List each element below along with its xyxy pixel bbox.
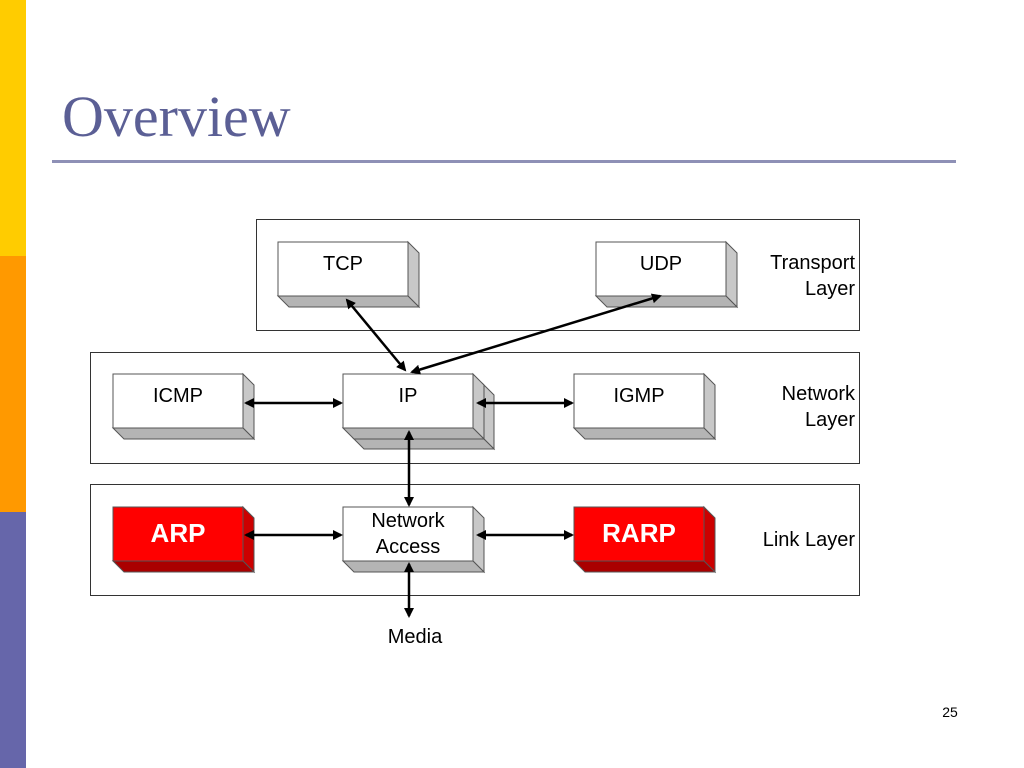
- sidebar-accent-yellow: [0, 0, 26, 256]
- network-access-box-bottom: [341, 560, 486, 573]
- network-access-box: Network Access: [343, 507, 473, 561]
- ip-box-bottom: [341, 427, 486, 440]
- link-layer-label: Link Layer: [762, 529, 855, 551]
- icmp-box: ICMP: [113, 374, 243, 428]
- network-access-label-line1: Network: [371, 510, 445, 532]
- ip-box-bottom-back: [351, 437, 496, 450]
- media-label: Media: [387, 626, 443, 648]
- udp-box-bottom: [594, 295, 739, 308]
- ip-label: IP: [398, 385, 418, 407]
- arp-box-bottom: [111, 560, 256, 573]
- udp-label: UDP: [639, 253, 683, 275]
- tcp-ip-arrow: [345, 298, 407, 372]
- rarp-box-bottom: [572, 560, 717, 573]
- arp-label: ARP: [150, 518, 206, 548]
- title-underline: [52, 160, 956, 163]
- igmp-box: IGMP: [574, 374, 704, 428]
- rarp-box-face: [573, 506, 705, 562]
- arp-box-face: [112, 506, 244, 562]
- page-number: 25: [942, 704, 958, 720]
- tcp-box: TCP: [278, 242, 408, 296]
- icmp-box-face: [112, 373, 244, 429]
- igmp-label: IGMP: [613, 385, 665, 407]
- udp-ip-arrow: [410, 293, 662, 375]
- udp-box: UDP: [596, 242, 726, 296]
- tcp-label: TCP: [323, 253, 363, 275]
- slide-title: Overview: [62, 84, 291, 149]
- rarp-label: RARP: [602, 518, 676, 548]
- udp-box-face: [595, 241, 727, 297]
- network-layer-label: Network Layer: [781, 383, 855, 431]
- arp-box: ARP: [113, 507, 243, 561]
- network-access-label-line2: Access: [375, 536, 441, 558]
- sidebar-accent-orange: [0, 256, 26, 512]
- rarp-box: RARP: [574, 507, 704, 561]
- ip-box: IP: [343, 374, 473, 428]
- icmp-box-bottom: [111, 427, 256, 440]
- sidebar-accent-purple: [0, 512, 26, 768]
- icmp-label: ICMP: [153, 385, 203, 407]
- network-access-box-face: [342, 506, 474, 562]
- transport-layer-label: Transport Layer: [770, 252, 855, 300]
- tcp-box-face: [277, 241, 409, 297]
- igmp-box-bottom: [572, 427, 717, 440]
